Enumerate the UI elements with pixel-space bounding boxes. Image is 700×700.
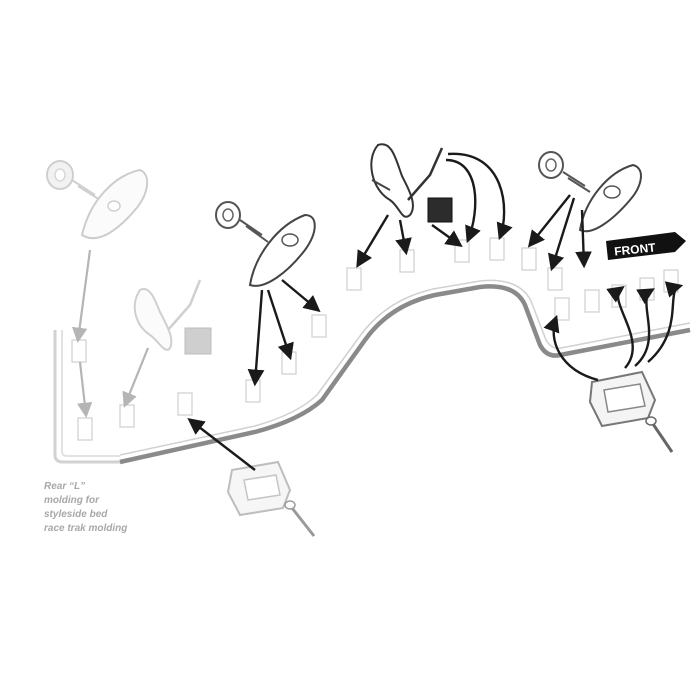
clip-slot xyxy=(71,339,87,363)
caption-line: molding for xyxy=(44,495,99,506)
screw-icon xyxy=(651,423,674,453)
arrow xyxy=(71,249,92,344)
arrow xyxy=(247,289,265,387)
clip-slot xyxy=(489,237,505,261)
clip-slot xyxy=(311,314,327,338)
front-fastener-group xyxy=(538,151,642,233)
rear-fastener-group-faded xyxy=(46,160,149,240)
rear-arrows-faded xyxy=(71,249,150,419)
front-direction-label: FRONT xyxy=(606,232,686,260)
clip-slot xyxy=(521,247,537,271)
arrow xyxy=(543,314,599,382)
clip-slot xyxy=(346,267,362,291)
caption-rear-l-molding: Rear “L” molding for styleside bed race … xyxy=(44,480,184,536)
caption-line: Rear “L” xyxy=(44,481,86,492)
clip-slot xyxy=(584,289,600,313)
arrow xyxy=(634,288,655,367)
spring-clip-icon xyxy=(427,197,453,223)
arrow xyxy=(266,289,294,361)
arrow xyxy=(187,417,256,471)
clip-slot xyxy=(77,417,93,441)
arrow xyxy=(76,361,93,419)
arrow xyxy=(445,158,481,244)
retainer-clip-center xyxy=(226,460,316,537)
center-fastener-group xyxy=(215,201,316,287)
arrow xyxy=(447,152,513,241)
arrow xyxy=(431,224,463,247)
caption-line: styleside bed xyxy=(44,509,108,520)
clip-slot xyxy=(245,379,261,403)
bracket-icon xyxy=(133,288,173,351)
retainer-clip-front xyxy=(588,370,674,453)
clip-slot xyxy=(547,267,563,291)
arrow xyxy=(527,194,571,248)
front-label-text: FRONT xyxy=(614,240,657,258)
clip-plate-icon xyxy=(248,213,316,287)
arrow xyxy=(606,286,634,369)
clip-slot xyxy=(399,249,415,273)
center-bracket-group xyxy=(370,143,453,223)
screw-icon xyxy=(290,507,316,537)
clip-slot xyxy=(554,297,570,321)
arrow xyxy=(281,279,321,313)
arrow xyxy=(395,219,412,256)
clip-slot xyxy=(119,404,135,428)
arrow xyxy=(356,214,390,268)
arrow xyxy=(548,197,576,272)
race-trak-molding-strip xyxy=(53,279,691,465)
spring-clip-icon xyxy=(184,327,212,355)
arrow xyxy=(122,347,150,408)
rear-bracket-faded xyxy=(133,279,212,355)
arrow xyxy=(647,281,684,363)
assembly-arrows xyxy=(187,152,684,471)
clip-slot xyxy=(177,392,193,416)
caption-line: race trak molding xyxy=(44,523,128,534)
arrow xyxy=(575,209,592,269)
bracket-icon xyxy=(370,143,414,218)
